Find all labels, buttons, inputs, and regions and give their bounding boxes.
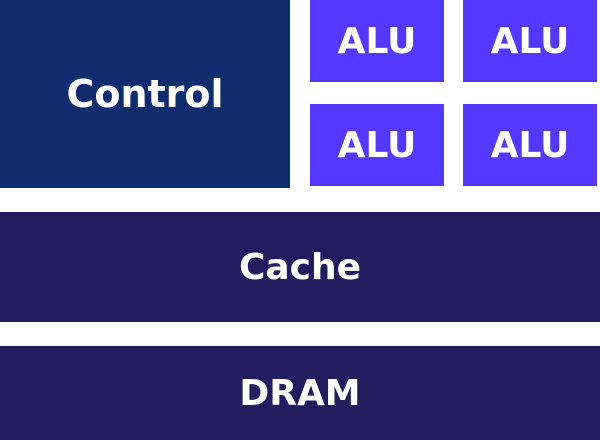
alu-label: ALU: [490, 124, 570, 166]
control-label: Control: [66, 72, 224, 116]
alu-block-2: ALU: [463, 0, 597, 82]
dram-block: DRAM: [0, 346, 600, 440]
control-block: Control: [0, 0, 290, 188]
cache-block: Cache: [0, 212, 600, 322]
alu-label: ALU: [337, 124, 417, 166]
alu-block-4: ALU: [463, 104, 597, 186]
alu-block-3: ALU: [310, 104, 444, 186]
alu-label: ALU: [337, 20, 417, 62]
alu-label: ALU: [490, 20, 570, 62]
cache-label: Cache: [238, 246, 362, 288]
dram-label: DRAM: [239, 372, 361, 414]
alu-block-1: ALU: [310, 0, 444, 82]
